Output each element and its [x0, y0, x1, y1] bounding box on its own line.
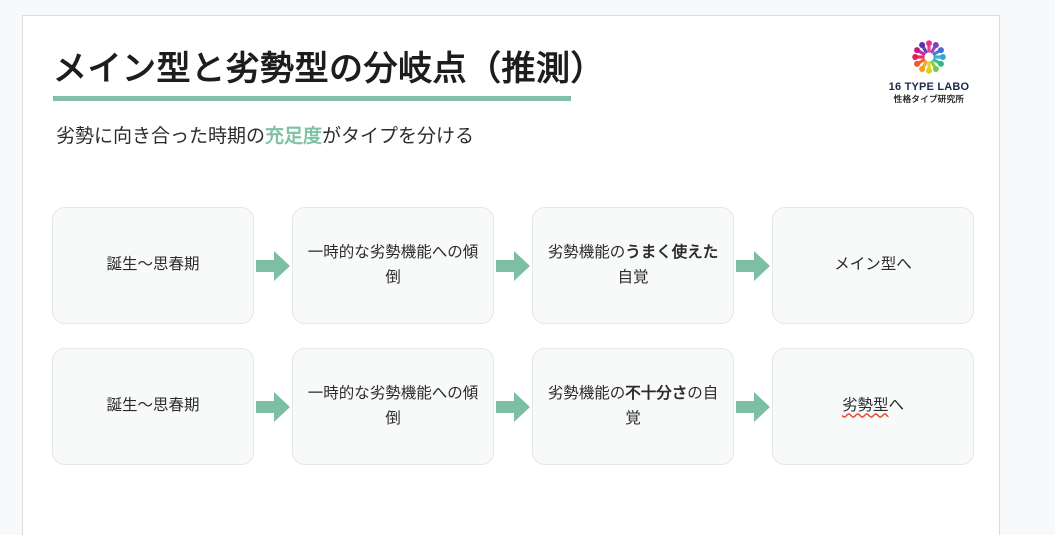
title-accent-rule: [53, 96, 571, 101]
right-block-arrow-icon: [734, 207, 772, 324]
right-block-arrow-icon: [734, 348, 772, 465]
flow-node-text-part: 劣勢機能の: [547, 385, 626, 403]
brand-name: 16 TYPE LABO: [888, 81, 970, 93]
right-block-arrow-icon: [494, 207, 532, 324]
flow-row-inferior-type-path: 誕生～思春期 一時的な劣勢機能への傾倒 劣勢機能の不十分さの自覚 劣勢型へ: [52, 348, 976, 465]
flow-node-label: 劣勢機能の不十分さの自覚: [547, 382, 719, 430]
brand-logo: 16 TYPE LABO 性格タイプ研究所: [873, 34, 985, 105]
flow-node-1-3[interactable]: 劣勢機能のうまく使えた自覚: [532, 207, 734, 324]
slide-card: メイン型と劣勢型の分岐点（推測） 劣勢に向き合った時期の充足度がタイプを分ける …: [22, 15, 1000, 535]
flow-node-text-part: 一時的な劣勢機能への傾倒: [307, 385, 479, 427]
flow-node-text-part: 劣勢型: [841, 397, 889, 415]
page-title: メイン型と劣勢型の分岐点（推測）: [53, 50, 605, 88]
flow-node-label: 劣勢機能のうまく使えた自覚: [547, 241, 719, 289]
flow-node-text-part: 一時的な劣勢機能への傾倒: [307, 244, 479, 286]
flow-node-text-part: 自覚: [617, 268, 649, 286]
flow-node-2-2[interactable]: 一時的な劣勢機能への傾倒: [292, 348, 494, 465]
right-block-arrow-icon: [254, 348, 292, 465]
flow-node-label: 誕生～思春期: [106, 253, 199, 277]
flow-node-label: 一時的な劣勢機能への傾倒: [307, 241, 479, 289]
flow-node-text-part: メイン型へ: [834, 256, 912, 274]
flow-row-main-type-path: 誕生～思春期 一時的な劣勢機能への傾倒 劣勢機能のうまく使えた自覚 メイン型へ: [52, 207, 976, 324]
flow-node-text-part: の自覚: [625, 385, 719, 427]
subtitle-text-before: 劣勢に向き合った時期の: [56, 126, 266, 147]
flow-node-2-1[interactable]: 誕生～思春期: [52, 348, 254, 465]
subtitle-highlight: 充足度: [265, 126, 323, 147]
flow-node-1-4[interactable]: メイン型へ: [772, 207, 974, 324]
flow-node-label: メイン型へ: [834, 253, 912, 277]
right-block-arrow-icon: [494, 348, 532, 465]
flow-node-2-4[interactable]: 劣勢型へ: [772, 348, 974, 465]
page-subtitle: 劣勢に向き合った時期の充足度がタイプを分ける: [56, 121, 474, 148]
flow-node-label: 一時的な劣勢機能への傾倒: [307, 382, 479, 430]
flow-node-label: 誕生～思春期: [106, 394, 199, 418]
flow-diagram: 誕生～思春期一時的な劣勢機能への傾倒劣勢機能のうまく使えた自覚メイン型へ誕生～思…: [52, 207, 976, 489]
brand-subtitle: 性格タイプ研究所: [893, 94, 965, 105]
flow-node-1-1[interactable]: 誕生～思春期: [52, 207, 254, 324]
circle-of-people-logo-icon: [912, 40, 946, 74]
flow-node-text-part: へ: [888, 397, 905, 415]
flow-node-text-part: 誕生～思春期: [106, 397, 200, 415]
flow-node-text-part: 不十分さ: [625, 385, 688, 403]
subtitle-text-after: がタイプを分ける: [322, 126, 475, 147]
flow-node-text-part: 誕生～思春期: [106, 256, 200, 274]
flow-node-2-3[interactable]: 劣勢機能の不十分さの自覚: [532, 348, 734, 465]
right-block-arrow-icon: [254, 207, 292, 324]
flow-node-label: 劣勢型へ: [842, 394, 904, 418]
flow-node-text-part: うまく使えた: [625, 244, 719, 262]
flow-node-text-part: 劣勢機能の: [547, 244, 626, 262]
flow-node-1-2[interactable]: 一時的な劣勢機能への傾倒: [292, 207, 494, 324]
